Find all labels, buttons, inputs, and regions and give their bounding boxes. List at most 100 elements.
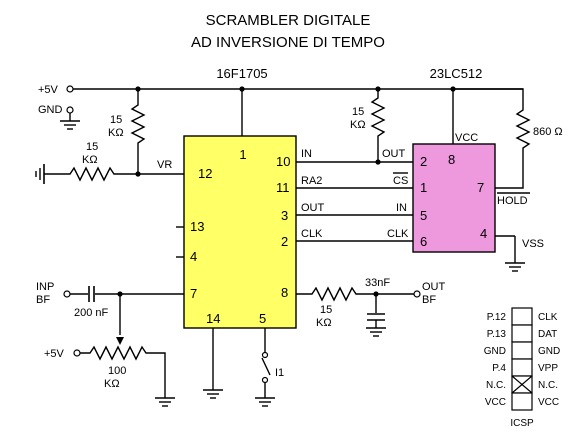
mcu-pin-14: 14 <box>206 311 220 326</box>
r-top-value: 15 <box>110 114 122 126</box>
mem-pin-1: 1 <box>420 180 427 195</box>
mcu-pin-13: 13 <box>190 219 204 234</box>
icsp-right-label: CLK <box>538 312 558 323</box>
mcu-pin-3: 3 <box>281 208 288 223</box>
resistor-mem-pullup <box>370 89 386 162</box>
icsp-title: ICSP <box>510 418 534 429</box>
resistor-out <box>296 286 414 302</box>
mcu-signal-out: OUT <box>301 202 325 214</box>
mem-signal-clk: CLK <box>387 228 409 240</box>
title-line-1: SCRAMBLER DIGITALE <box>206 12 371 29</box>
mcu-name: 16F1705 <box>216 66 267 81</box>
mem-vcc-label: VCC <box>455 132 478 144</box>
icsp-pin <box>511 341 533 360</box>
icsp-nc-cross <box>511 375 533 394</box>
switch-i1 <box>261 351 271 384</box>
vplus-terminal <box>66 85 74 93</box>
out-label-line1: OUT <box>422 281 446 293</box>
icsp-right-label: GND <box>538 346 560 357</box>
mem-signal-hold: HOLD <box>497 195 528 207</box>
ground-symbol-vss <box>505 262 525 272</box>
r-out-unit: KΩ <box>316 317 332 329</box>
mem-signal-out: OUT <box>382 148 406 160</box>
inp-label-line2: BF <box>36 294 50 306</box>
icsp-right-label: VPP <box>538 363 558 374</box>
icsp-pin <box>511 307 533 326</box>
icsp-pin <box>511 324 533 343</box>
r-pot-unit: KΩ <box>104 378 120 390</box>
inp-label-line1: INP <box>36 281 54 293</box>
mem-chip <box>412 143 496 253</box>
icsp-left-label: N.C. <box>486 380 506 391</box>
gnd-label: GND <box>38 104 63 116</box>
icsp-pin <box>511 392 533 411</box>
mcu-pin-4: 4 <box>190 249 197 264</box>
resistor-hold <box>453 88 531 189</box>
icsp-left-label: P.4 <box>492 363 506 374</box>
c-out-value: 33nF <box>365 277 390 289</box>
potentiometer <box>80 345 166 398</box>
ground-symbol-switch <box>255 397 275 407</box>
pot-wiper-arrow <box>116 337 124 345</box>
icsp-left-label: VCC <box>485 397 506 408</box>
mem-signal-vss: VSS <box>522 238 544 250</box>
mcu-pin-7: 7 <box>190 286 197 301</box>
mem-pin-8: 8 <box>448 152 455 167</box>
vplus2-terminal <box>73 349 81 357</box>
mcu-pin-12: 12 <box>198 166 212 181</box>
mem-pin-6: 6 <box>420 234 427 249</box>
icsp-right-label: DAT <box>538 329 557 340</box>
r-top-unit: KΩ <box>108 127 124 139</box>
gnd-terminal <box>66 106 74 114</box>
icsp-left-label: P.12 <box>487 312 507 323</box>
mem-signal-in: IN <box>396 202 407 214</box>
icsp-connector: P.12 CLK P.13 DAT GND GND P.4 VPP N.C. N.C. VCC VCC <box>484 307 560 411</box>
ground-symbol-top <box>60 113 80 130</box>
icsp-right-label: N.C. <box>538 380 558 391</box>
icsp-pin <box>511 358 533 377</box>
ground-symbol-pin14 <box>203 389 223 399</box>
mcu-chip <box>183 135 297 329</box>
resistor-vr-top <box>130 89 146 174</box>
mcu-pin-11: 11 <box>276 180 290 195</box>
mcu-pin-8: 8 <box>281 285 288 300</box>
mcu-signal-clk: CLK <box>301 228 323 240</box>
r-mem-value: 15 <box>352 106 364 118</box>
icsp-right-label: VCC <box>538 397 559 408</box>
r-pot-value: 100 <box>108 365 126 377</box>
mem-signal-cs: CS <box>393 175 408 187</box>
capacitor-in <box>88 286 95 302</box>
mem-pin-7: 7 <box>477 180 484 195</box>
mcu-pin-5: 5 <box>259 311 266 326</box>
icsp-left-label: P.13 <box>487 329 507 340</box>
r-left-value: 15 <box>86 141 98 153</box>
mcu-signal-in: IN <box>301 148 312 160</box>
icsp-left-label: GND <box>484 346 506 357</box>
mcu-signal-vr: VR <box>157 159 172 171</box>
mcu-signal-ra2: RA2 <box>301 175 322 187</box>
title-line-2: AD INVERSIONE DI TEMPO <box>191 34 385 51</box>
vplus-label: +5V <box>38 84 59 96</box>
mcu-pin-1: 1 <box>239 147 246 162</box>
switch-label: I1 <box>275 367 284 379</box>
mcu-pin-10: 10 <box>276 154 290 169</box>
mem-pin-2: 2 <box>420 154 427 169</box>
out-label-line2: BF <box>422 294 436 306</box>
ground-symbol-pot <box>155 397 175 407</box>
r-mem-unit: KΩ <box>350 119 366 131</box>
mem-pin-5: 5 <box>420 208 427 223</box>
mcu-pin-2: 2 <box>281 234 288 249</box>
r-out-value: 15 <box>320 304 332 316</box>
capacitor-out <box>367 294 385 328</box>
vplus2-label: +5V <box>44 348 65 360</box>
inp-terminal <box>63 290 71 298</box>
out-terminal <box>413 290 421 298</box>
r-hold-value: 860 Ω <box>533 126 563 138</box>
r-left-unit: KΩ <box>82 154 98 166</box>
mem-name: 23LC512 <box>430 66 483 81</box>
resistor-vr-left <box>44 166 138 182</box>
ground-symbol-out <box>366 327 386 337</box>
mem-pin-4: 4 <box>480 226 487 241</box>
ground-symbol-left <box>35 164 45 184</box>
